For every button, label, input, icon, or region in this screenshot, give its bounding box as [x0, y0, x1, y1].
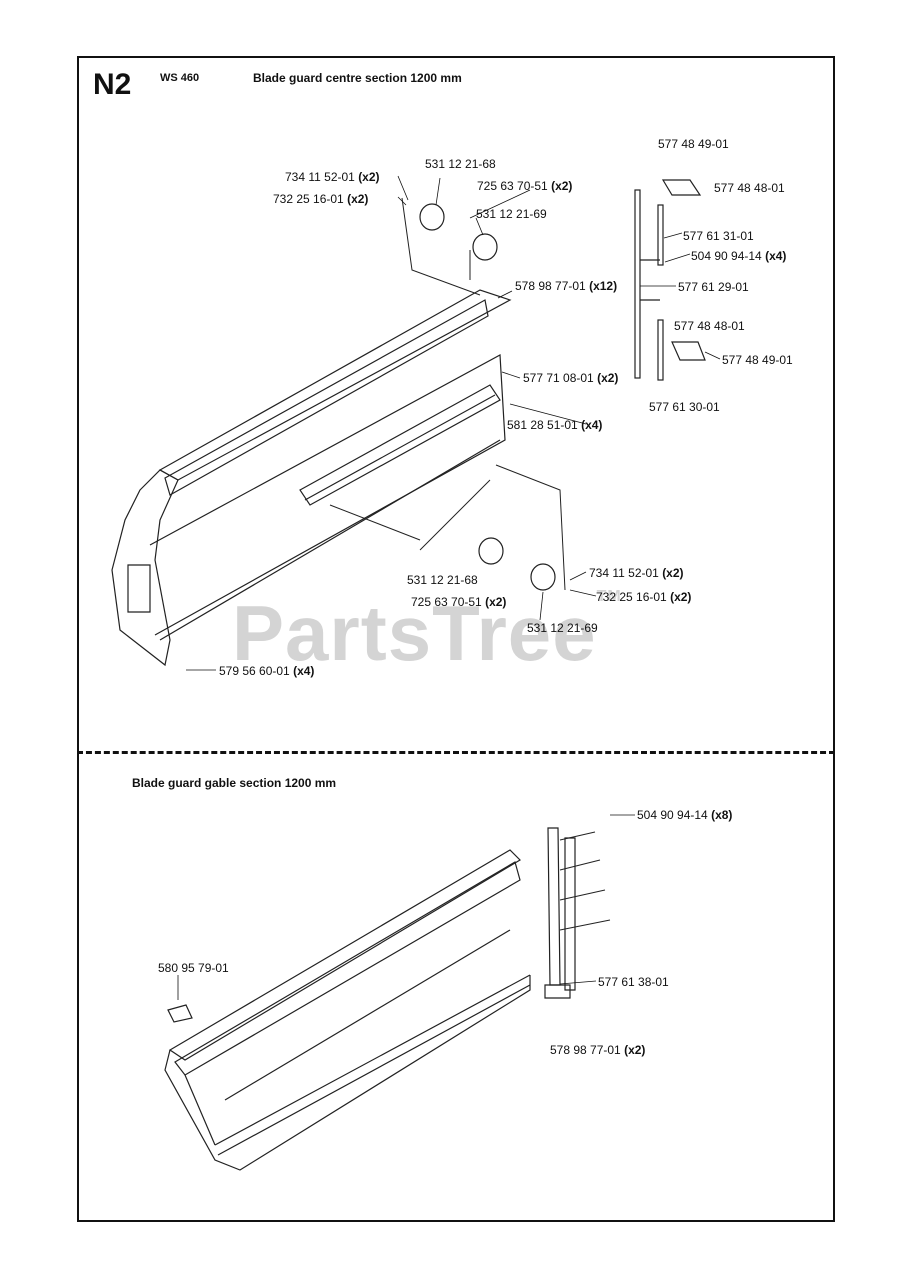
centre-section-panel: [111, 289, 512, 667]
callout-732-25-16-01-lower: 732 25 16-01 (x2): [596, 590, 692, 604]
callout-577-48-48-01-upper: 577 48 48-01: [714, 181, 785, 195]
model-label: WS 460: [160, 72, 200, 84]
title-gable-section: Blade guard gable section 1200 mm: [132, 776, 337, 790]
strap-assembly: [634, 179, 706, 381]
callout-734-11-52-01-lower: 734 11 52-01 (x2): [589, 566, 684, 580]
callout-577-48-49-01-top: 577 48 49-01: [658, 137, 729, 151]
gable-bolts: [559, 831, 611, 931]
callout-577-61-29-01: 577 61 29-01: [678, 280, 749, 294]
callout-578-98-77-01-bottom: 578 98 77-01 (x2): [550, 1043, 646, 1057]
callout-579-56-60-01: 579 56 60-01 (x4): [219, 664, 315, 678]
callout-580-95-79-01: 580 95 79-01: [158, 961, 229, 975]
callout-725-63-70-51-lower: 725 63 70-51 (x2): [411, 595, 507, 609]
centre-section-rollers: [419, 203, 556, 591]
gable-section-panel: [164, 849, 531, 1171]
title-centre-section: Blade guard centre section 1200 mm: [253, 71, 462, 85]
callout-577-61-38-01: 577 61 38-01: [598, 975, 669, 989]
section-divider: [77, 751, 835, 754]
gable-end-plate: [544, 827, 576, 999]
watermark: PartsTreeTM: [232, 588, 622, 677]
callout-578-98-77-01-top: 578 98 77-01 (x12): [515, 279, 618, 293]
callout-577-61-30-01: 577 61 30-01: [649, 400, 720, 414]
callout-577-48-48-01-lower: 577 48 48-01: [674, 319, 745, 333]
callout-577-61-31-01: 577 61 31-01: [683, 229, 754, 243]
callout-732-25-16-01-top: 732 25 16-01 (x2): [273, 192, 369, 206]
callout-531-12-21-68-lower: 531 12 21-68: [407, 573, 478, 587]
callout-577-48-49-01-lower: 577 48 49-01: [722, 353, 793, 367]
callout-504-90-94-14-top: 504 90 94-14 (x4): [691, 249, 787, 263]
centre-section-hardware: [329, 197, 566, 591]
callout-734-11-52-01-top: 734 11 52-01 (x2): [285, 170, 380, 184]
callout-531-12-21-68-top: 531 12 21-68: [425, 157, 496, 171]
callout-531-12-21-69-lower: 531 12 21-69: [527, 621, 598, 635]
leader-lines: [177, 175, 721, 1000]
callout-531-12-21-69-top: 531 12 21-69: [476, 207, 547, 221]
section-id: N2: [93, 68, 132, 101]
diagram-frame: [77, 56, 835, 1222]
callout-577-71-08-01: 577 71 08-01 (x2): [523, 371, 619, 385]
callout-581-28-51-01: 581 28 51-01 (x4): [507, 418, 603, 432]
callout-504-90-94-14-bottom: 504 90 94-14 (x8): [637, 808, 733, 822]
callout-725-63-70-51-top: 725 63 70-51 (x2): [477, 179, 573, 193]
